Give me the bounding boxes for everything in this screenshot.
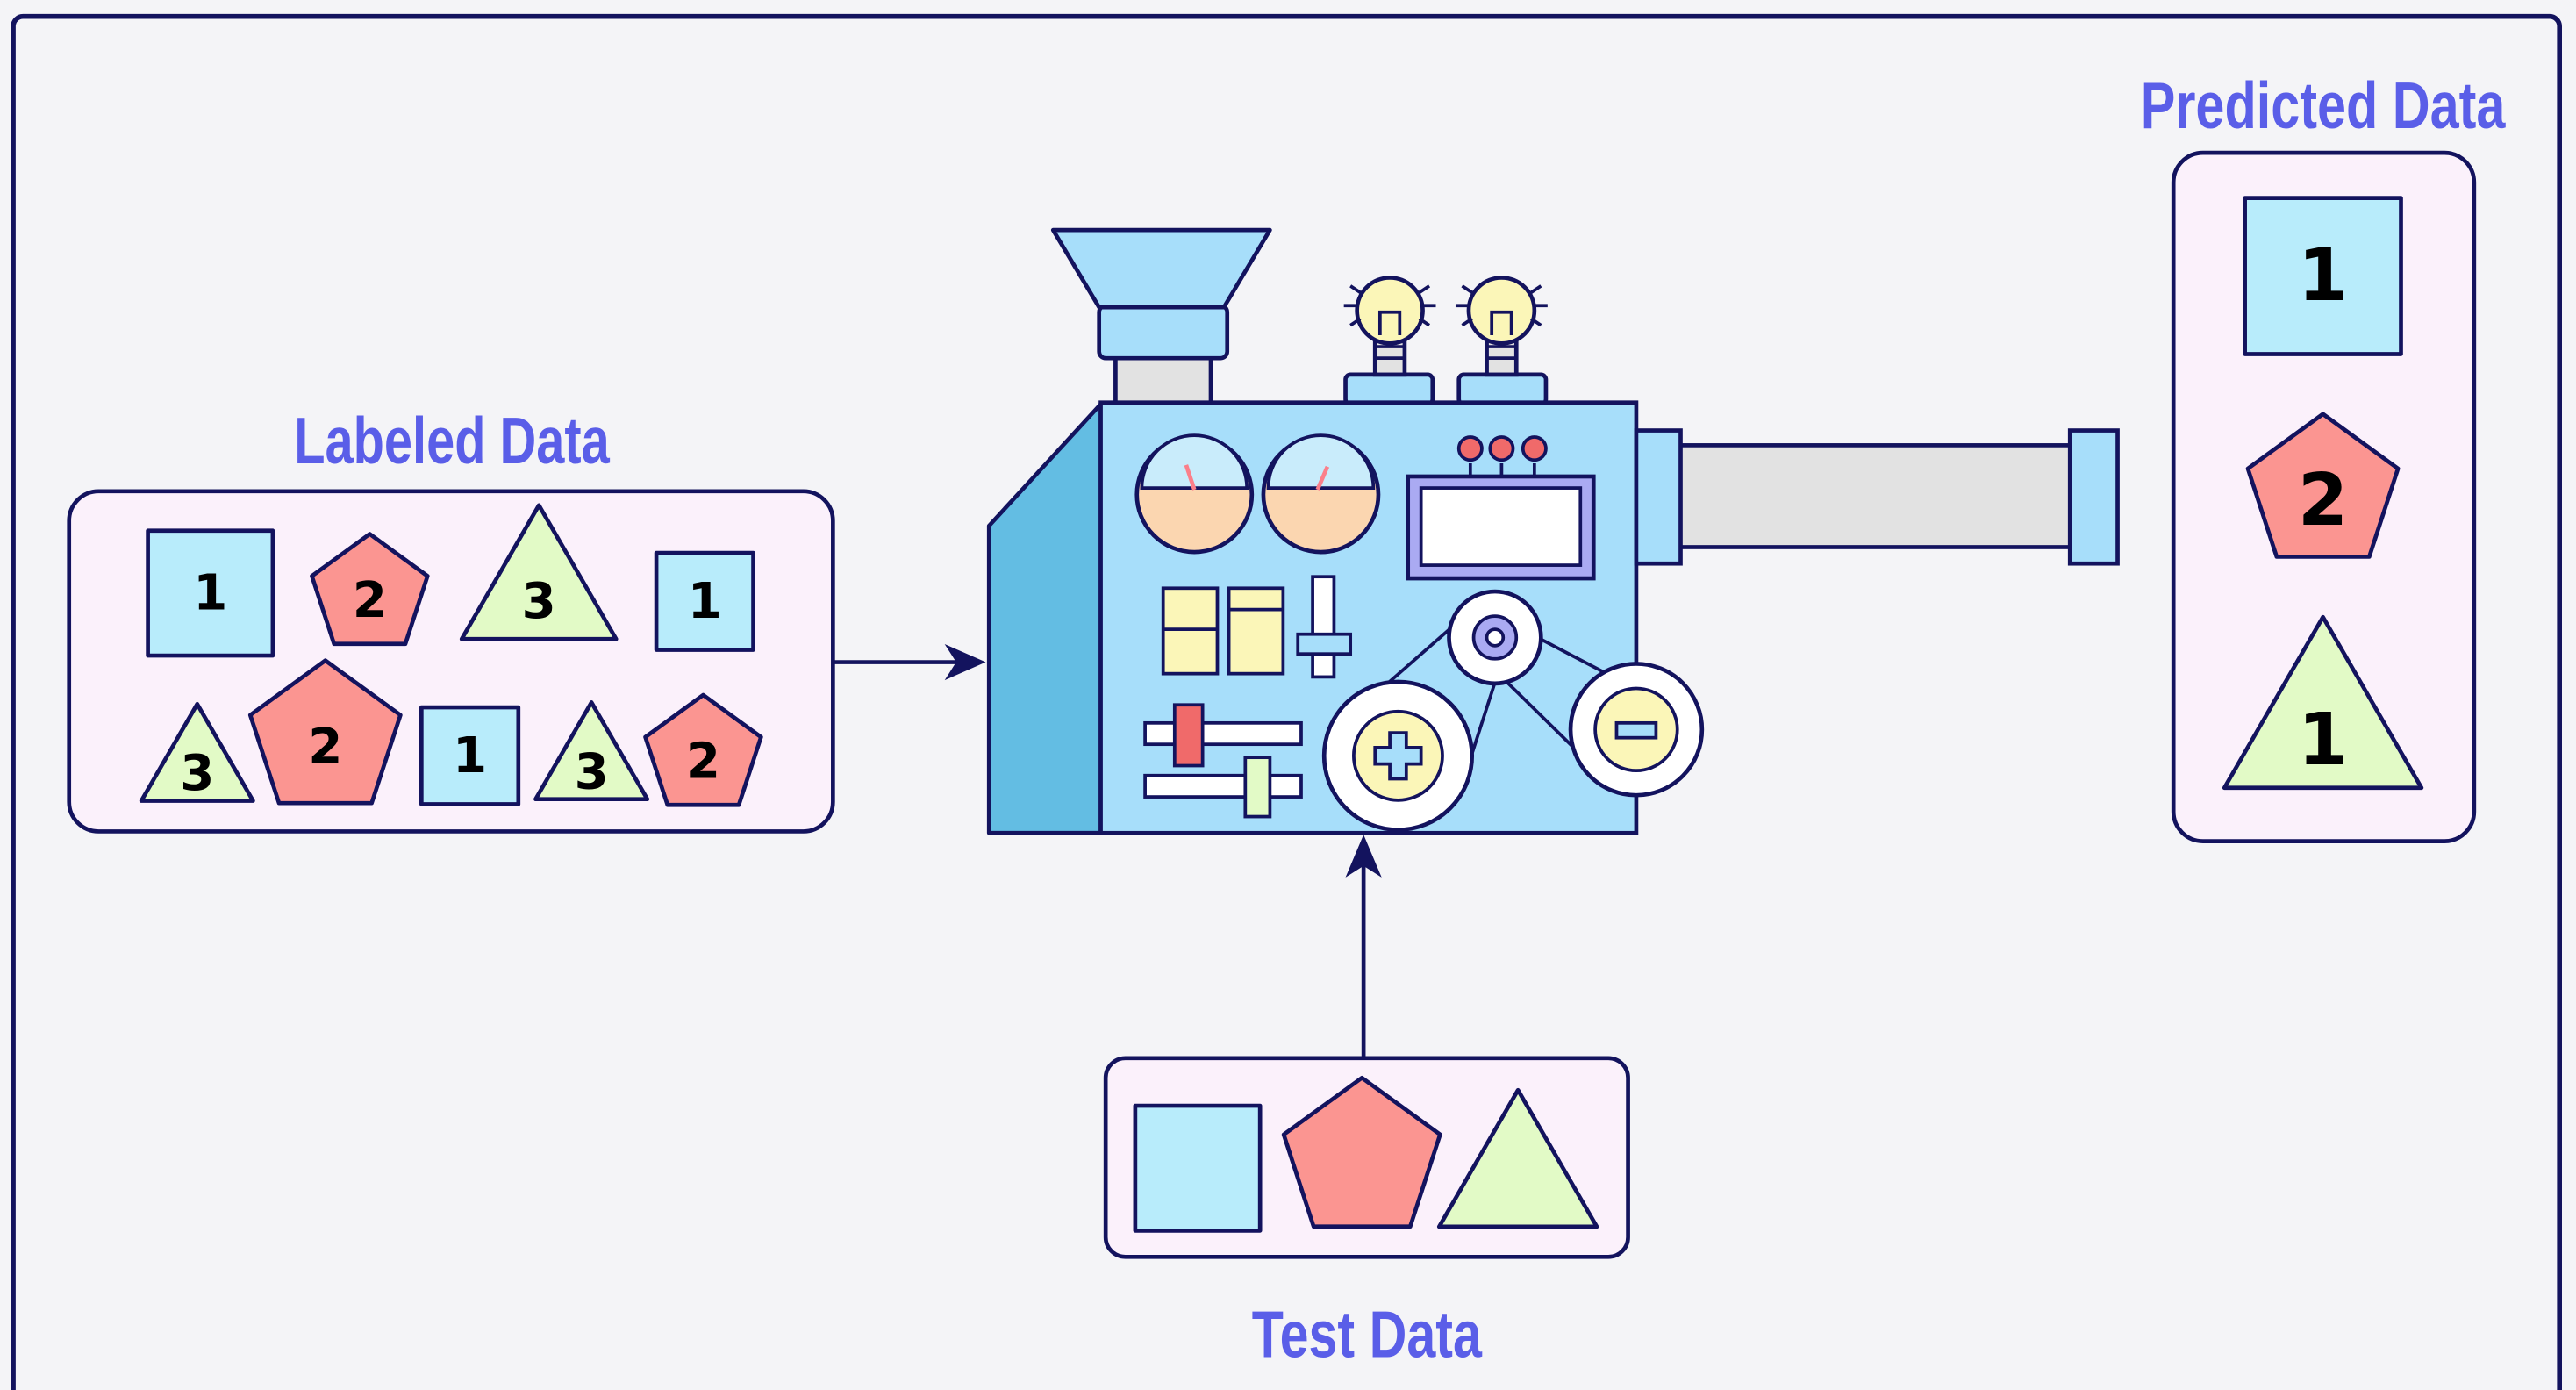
triangle-shape: 3 — [459, 503, 619, 641]
hopper-neck — [1113, 351, 1213, 408]
funnel-icon — [1050, 227, 1272, 310]
arrow-labeled-to-machine — [833, 643, 986, 681]
shape-label: 1 — [688, 573, 722, 630]
triangle-shape — [1436, 1087, 1599, 1229]
triangle-outline — [139, 701, 255, 803]
output-pipe — [1677, 443, 2076, 549]
square-outline — [654, 550, 755, 652]
triangle-outline — [459, 503, 619, 641]
pentagon-outline — [1281, 1075, 1442, 1229]
labeled-data-shapes: 1 2 3 1 3 2 1 3 2 — [139, 503, 763, 807]
square-shape: 1 — [2243, 196, 2403, 356]
hopper-collar — [1097, 303, 1230, 361]
square-outline — [146, 528, 275, 658]
shape-label: 3 — [522, 573, 556, 630]
shape-label: 3 — [575, 743, 609, 800]
square-outline — [1133, 1103, 1263, 1233]
pentagon-outline — [2245, 412, 2401, 559]
pipe-end-cap — [2067, 428, 2120, 566]
pentagon-outline — [310, 532, 430, 647]
triangle-outline — [533, 700, 650, 802]
test-data-shapes — [1133, 1075, 1599, 1233]
horizontal-slider-icon — [1143, 703, 1303, 819]
square-shape: 1 — [419, 705, 521, 806]
pentagon-shape: 2 — [310, 532, 430, 647]
level-indicator-icon — [1161, 586, 1285, 676]
shape-label: 2 — [686, 734, 720, 791]
arrow-test-to-machine — [1345, 835, 1382, 1058]
pentagon-shape: 2 — [2245, 412, 2401, 559]
pentagon-shape: 2 — [643, 692, 763, 807]
triangle-shape: 3 — [139, 701, 255, 803]
square-shape — [1133, 1103, 1263, 1233]
pentagon-outline — [247, 658, 403, 806]
pentagon-shape — [1281, 1075, 1442, 1229]
triangle-outline — [1436, 1087, 1599, 1229]
gauge-icon — [1261, 433, 1381, 555]
gear-icon — [1447, 589, 1543, 686]
vertical-slider-icon — [1296, 575, 1353, 679]
square-shape: 1 — [654, 550, 755, 652]
shape-label: 1 — [453, 727, 487, 785]
labeled-data-title: Labeled Data — [294, 404, 611, 477]
pentagon-shape: 2 — [247, 658, 403, 806]
shape-label: 1 — [2298, 699, 2348, 782]
plus-icon — [1321, 679, 1475, 832]
square-shape: 1 — [146, 528, 275, 658]
test-data-title: Test Data — [1252, 1298, 1483, 1372]
gauge-icon — [1134, 433, 1255, 555]
minus-icon — [1568, 662, 1705, 798]
shape-label: 2 — [308, 719, 342, 776]
lightbulb-icon — [1455, 276, 1549, 406]
shape-label: 1 — [2298, 234, 2348, 318]
ml-machine — [986, 227, 2120, 835]
shape-label: 2 — [353, 572, 387, 629]
display-screen — [1406, 435, 1596, 581]
predicted-data-title: Predicted Data — [2141, 68, 2507, 142]
shape-label: 2 — [2298, 459, 2348, 542]
pentagon-outline — [643, 692, 763, 807]
square-outline — [2243, 196, 2403, 356]
triangle-outline — [2222, 614, 2424, 791]
shape-label: 3 — [180, 745, 214, 802]
triangle-shape: 3 — [533, 700, 650, 802]
triangle-shape: 1 — [2222, 614, 2424, 791]
shape-label: 1 — [193, 564, 227, 621]
pipe-collar — [1634, 428, 1683, 566]
predicted-data-shapes: 1 2 1 — [2222, 196, 2424, 791]
square-outline — [419, 705, 521, 806]
